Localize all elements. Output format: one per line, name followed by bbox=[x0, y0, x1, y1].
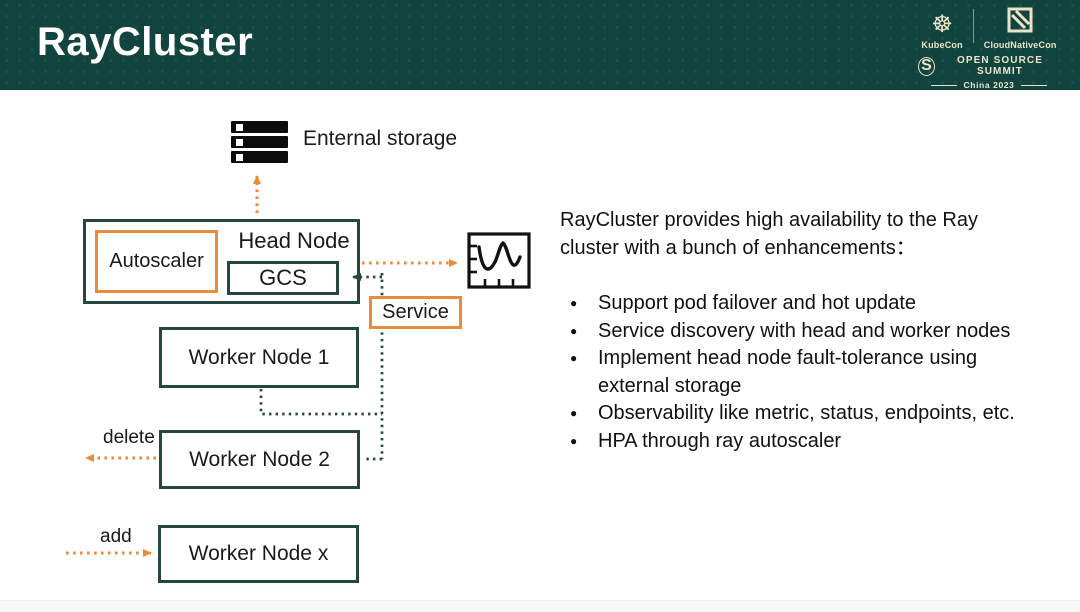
edition-dash-left bbox=[930, 84, 957, 86]
cloudnativecon-logo: CloudNativeCon bbox=[984, 7, 1057, 50]
edition-label: China 2023 bbox=[963, 80, 1015, 90]
description-panel: RayCluster provides high availability to… bbox=[560, 207, 1044, 455]
summit-label: OPEN SOURCE SUMMIT bbox=[956, 55, 1043, 77]
list-item: ● Service discovery with head and worker… bbox=[560, 318, 1044, 346]
worker-node-1-box: Worker Node 1 bbox=[159, 327, 359, 388]
service-label: Service bbox=[382, 301, 449, 323]
service-box: Service bbox=[369, 296, 462, 329]
connector-worker1-link bbox=[259, 389, 382, 416]
worker-node-x-box: Worker Node x bbox=[158, 525, 359, 583]
autoscaler-label: Autoscaler bbox=[109, 250, 204, 272]
kubecon-helm-icon: ☸ bbox=[931, 11, 953, 38]
gcs-box: GCS bbox=[227, 261, 339, 295]
cloudnativecon-cube-icon bbox=[1007, 7, 1033, 38]
add-label: add bbox=[100, 526, 132, 547]
conference-badge: ☸ KubeCon CloudNativeCon S bbox=[918, 7, 1060, 90]
badge-divider bbox=[972, 9, 974, 43]
list-item: ● HPA through ray autoscaler bbox=[560, 428, 1044, 456]
external-storage-label: Enternal storage bbox=[303, 127, 458, 150]
gcs-label: GCS bbox=[259, 265, 307, 290]
metrics-chart-icon bbox=[467, 232, 531, 294]
list-item: ● Support pod failover and hot update bbox=[560, 290, 1044, 318]
head-node-box bbox=[83, 219, 360, 304]
delete-label: delete bbox=[103, 427, 155, 448]
kubecon-logo: ☸ KubeCon bbox=[921, 11, 963, 51]
bullet-icon: ● bbox=[570, 406, 578, 420]
list-item: ● Implement head node fault-tolerance us… bbox=[560, 345, 1044, 400]
worker-node-2-label: Worker Node 2 bbox=[189, 447, 330, 471]
page-title: RayCluster bbox=[37, 20, 254, 64]
storage-icon bbox=[231, 121, 288, 166]
bullet-icon: ● bbox=[570, 323, 578, 338]
edition-dash-right bbox=[1021, 84, 1048, 86]
intro-line-1: RayCluster provides high availability to… bbox=[560, 209, 978, 231]
worker-node-x-label: Worker Node x bbox=[188, 542, 329, 565]
bullet-icon: ● bbox=[570, 433, 578, 448]
autoscaler-box: Autoscaler bbox=[95, 230, 218, 293]
header-bar: RayCluster ☸ KubeCon CloudNa bbox=[0, 0, 1080, 90]
intro-line-2: cluster with a bunch of enhancements： bbox=[560, 236, 916, 259]
intro-paragraph: RayCluster provides high availability to… bbox=[560, 207, 1044, 262]
worker-node-1-label: Worker Node 1 bbox=[188, 345, 330, 369]
worker-node-2-box: Worker Node 2 bbox=[159, 430, 360, 489]
list-item: ● Observability like metric, status, end… bbox=[560, 400, 1044, 428]
summit-s-icon: S bbox=[918, 56, 935, 76]
cloudnativecon-label: CloudNativeCon bbox=[983, 40, 1057, 50]
head-node-label: Head Node bbox=[238, 228, 350, 253]
bullet-icon: ● bbox=[570, 296, 578, 310]
bullet-icon: ● bbox=[570, 351, 578, 365]
footer-strip bbox=[0, 600, 1080, 612]
kubecon-label: KubeCon bbox=[921, 40, 963, 50]
feature-list: ● Support pod failover and hot update ● … bbox=[560, 290, 1044, 455]
